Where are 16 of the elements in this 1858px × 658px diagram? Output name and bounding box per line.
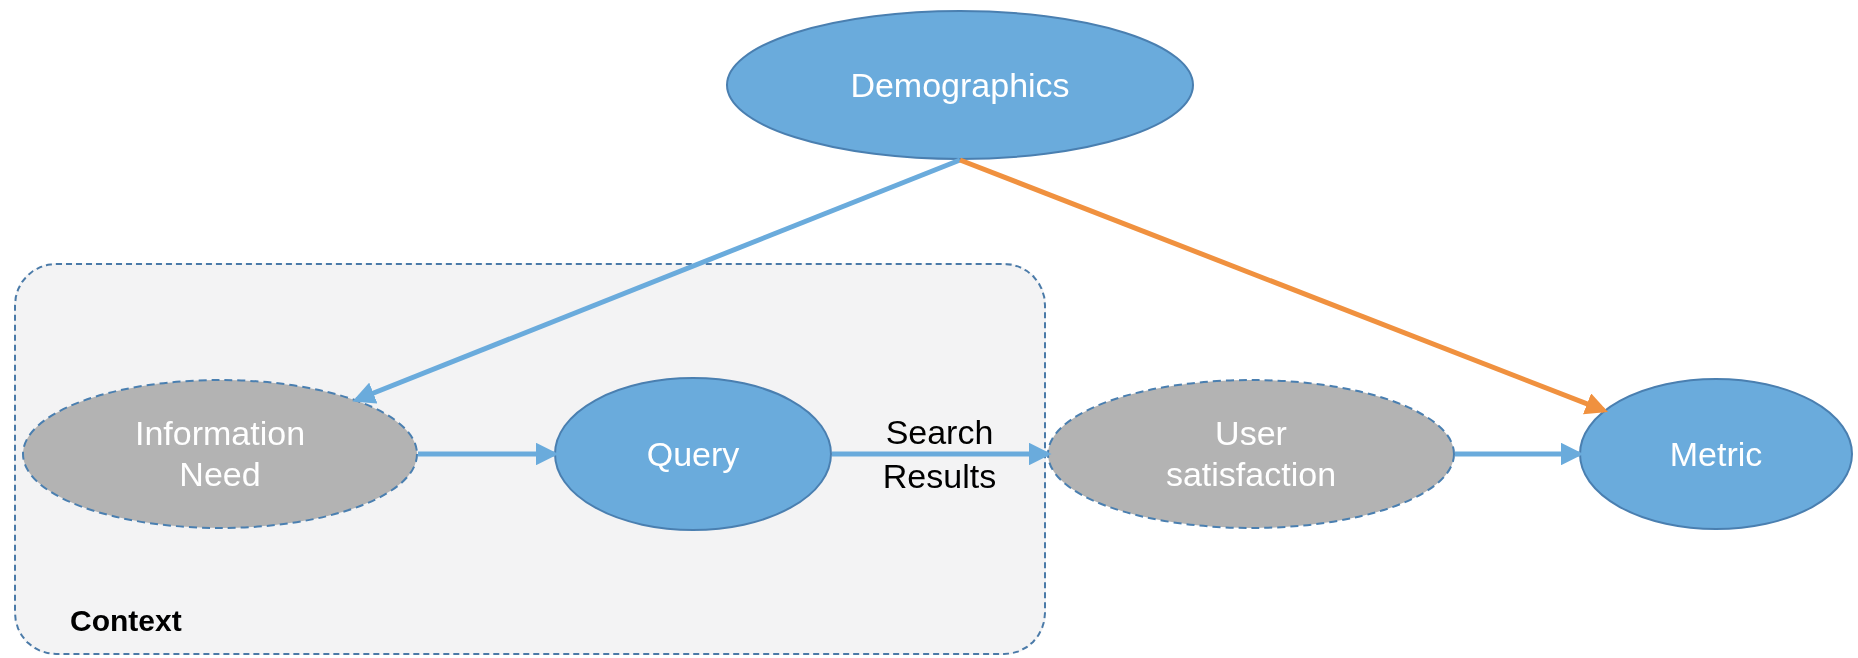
group-panel (14, 263, 1046, 655)
ellipse-node (726, 10, 1194, 160)
arrow (959, 157, 1608, 415)
ellipse-node (1047, 379, 1455, 529)
node-label: Query (646, 433, 740, 475)
arrow (352, 157, 961, 404)
ellipse-node (1579, 378, 1853, 530)
node-label: Information Need (133, 413, 307, 495)
ellipse-node (554, 377, 832, 531)
edge-label: Search Results (881, 411, 998, 497)
ellipse-node (22, 379, 418, 529)
node-label: Demographics (850, 64, 1070, 106)
node-label: Metric (1669, 433, 1763, 475)
arrow (832, 442, 1052, 466)
group-label: Context (70, 603, 182, 639)
node-label: User satisfaction (1164, 413, 1338, 495)
